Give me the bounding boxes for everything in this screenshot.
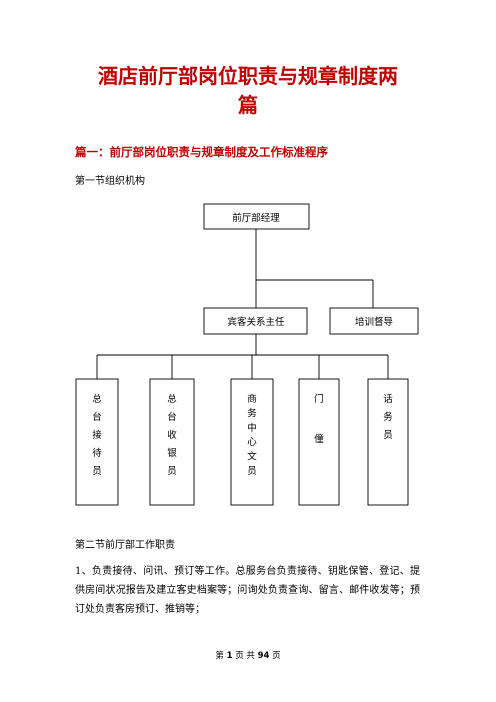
- org-label-reception: 总台接待员: [92, 393, 102, 477]
- org-label-manager: 前厅部经理: [232, 212, 280, 224]
- footer-total-pages: 94: [257, 651, 270, 661]
- org-box-guest-relations: 宾客关系主任: [203, 307, 308, 335]
- org-box-manager: 前厅部经理: [203, 203, 310, 230]
- org-box-training: 培训督导: [329, 307, 419, 335]
- org-label-cashier: 总台收银员: [167, 393, 177, 477]
- org-label-operator: 话务员: [383, 393, 393, 441]
- footer-middle: 页 共: [235, 651, 255, 661]
- org-chart-connectors: [96, 229, 389, 379]
- org-box-reception: 总台接待员: [75, 378, 119, 506]
- document-title: 酒店前厅部岗位职责与规章制度两 篇: [60, 62, 436, 120]
- org-box-cashier: 总台收银员: [149, 378, 195, 506]
- org-box-business-center: 商务中心文员: [230, 378, 274, 506]
- org-box-operator: 话务员: [367, 378, 409, 506]
- duties-paragraph: 1、负责接待、问讯、预订等工作。总服务台负责接待、钥匙保管、登记、提供房间状况报…: [75, 566, 420, 615]
- section-heading: 篇一：前厅部岗位职责与规章制度及工作标准程序: [75, 145, 328, 159]
- org-label-business-center: 商务中心文员: [247, 393, 257, 477]
- footer-suffix: 页: [272, 651, 281, 661]
- subsection-heading-org: 第一节组织机构: [75, 176, 145, 187]
- page-footer: 第 1 页 共 94 页: [0, 649, 496, 661]
- org-label-guest-relations: 宾客关系主任: [227, 316, 285, 328]
- subsection-heading-duties: 第二节前厅部工作职责: [75, 540, 175, 551]
- org-label-training: 培训督导: [355, 316, 393, 328]
- title-line-1: 酒店前厅部岗位职责与规章制度两: [98, 64, 398, 88]
- footer-prefix: 第: [215, 651, 224, 661]
- title-line-2: 篇: [238, 93, 258, 117]
- org-label-doorman: 门僮: [314, 393, 324, 445]
- footer-page-number: 1: [226, 651, 233, 661]
- org-box-doorman: 门僮: [298, 378, 340, 506]
